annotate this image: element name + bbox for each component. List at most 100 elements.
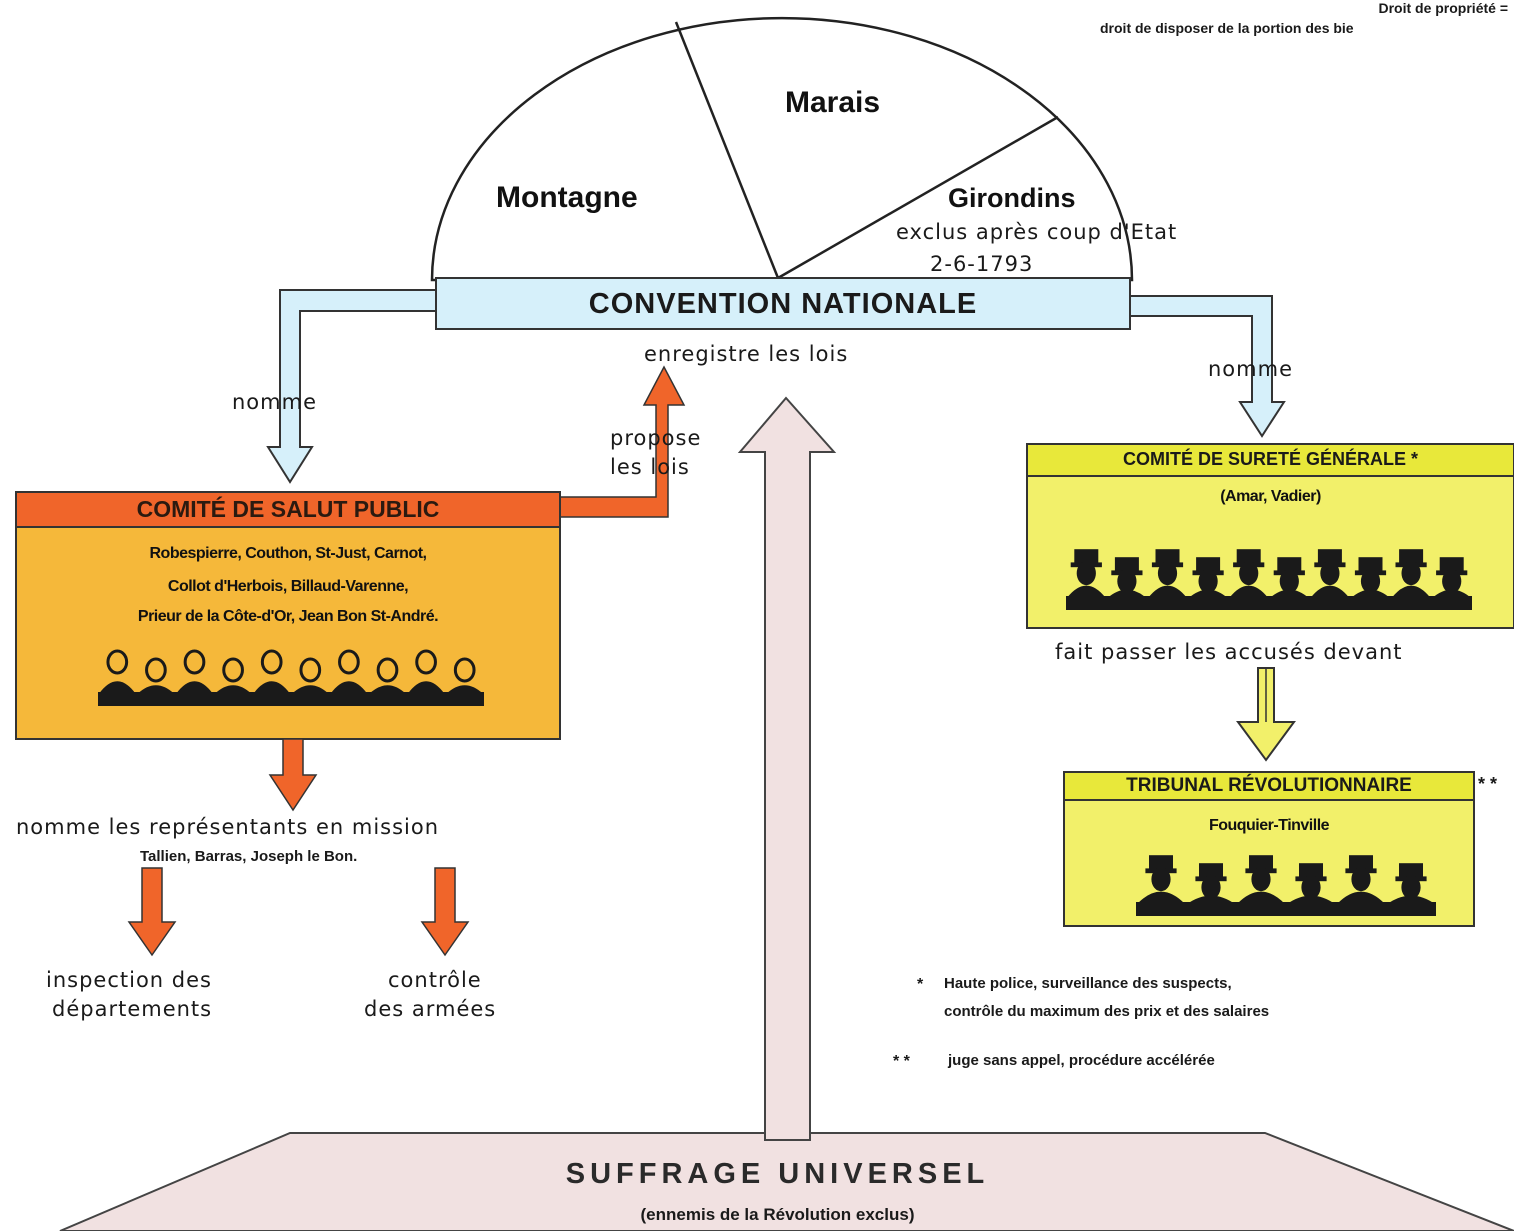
figure-head <box>299 657 322 683</box>
figure-body <box>253 681 291 694</box>
dome-divider-2 <box>777 115 1059 280</box>
figure-head <box>453 657 476 683</box>
figure-head <box>106 649 129 675</box>
footnote-1-line-2: contrôle du maximum des prix et des sala… <box>944 1003 1270 1020</box>
figure-body <box>291 685 329 694</box>
surete-titlebar <box>1026 443 1514 477</box>
salut-public-member-line-3: Prieur de la Côte-d'Or, Jean Bon St-Andr… <box>137 608 439 625</box>
figure-head <box>415 649 437 675</box>
salut-public-title: COMITÉ DE SALUT PUBLIC <box>136 496 440 522</box>
figure-body <box>446 685 484 694</box>
figure-body <box>1391 585 1431 598</box>
figure-head <box>1117 569 1137 594</box>
figure-body <box>1137 891 1185 904</box>
figure-body <box>1066 585 1106 598</box>
tribunal-title: TRIBUNAL RÉVOLUTIONNAIRE <box>1126 775 1412 796</box>
figure-body <box>1107 589 1147 598</box>
figure-hat <box>1439 557 1464 572</box>
tribunal-members-silhouette <box>1136 855 1436 916</box>
party-montagne: Montagne <box>496 181 638 214</box>
figure-body <box>98 681 136 694</box>
outcome-controle-1: contrôle <box>388 968 482 992</box>
party-girondins: Girondins <box>948 183 1076 213</box>
figure-hat <box>1149 855 1173 870</box>
figure-hat <box>1249 855 1273 870</box>
figure-hat <box>1299 863 1323 878</box>
figure-hat <box>1277 557 1302 572</box>
dome-divider-1 <box>674 21 780 279</box>
nomme-left-label: nomme <box>232 390 317 414</box>
suffrage-subtitle: (ennemis de la Révolution exclus) <box>640 1205 915 1224</box>
propose-label-2: les lois <box>610 455 690 479</box>
figure-head <box>1157 561 1178 586</box>
top-note-line1: Droit de propriété = <box>1378 0 1508 16</box>
suffrage-base <box>59 1132 1514 1231</box>
figure-hat <box>1236 549 1261 564</box>
figure-head <box>1401 875 1421 900</box>
figure-hat <box>1358 557 1383 572</box>
figure-body <box>1432 589 1472 598</box>
salut-public-action: nomme les représentants en mission <box>16 815 440 839</box>
figure-head <box>1251 867 1271 892</box>
figure-body <box>1148 585 1187 598</box>
suffrage-arrow <box>737 396 837 1141</box>
girondins-note-1: exclus après coup d'Etat <box>896 220 1178 244</box>
surete-title: COMITÉ DE SURETÉ GÉNÉRALE * <box>1122 449 1419 469</box>
figure-body <box>1187 895 1235 904</box>
outcome-inspection-1: inspection des <box>46 968 212 992</box>
salut-down-arrow <box>268 738 318 812</box>
figure-hat <box>1399 549 1424 564</box>
figure-head <box>1279 569 1299 594</box>
figure-head <box>1442 569 1462 594</box>
girondins-note-2: 2-6-1793 <box>930 252 1034 276</box>
outcome-inspection-2: départements <box>52 997 213 1021</box>
surete-members: (Amar, Vadier) <box>1220 488 1321 505</box>
figure-body <box>407 681 445 694</box>
figure-body <box>1310 585 1350 598</box>
figure-body <box>1337 891 1385 904</box>
figure-head <box>1301 875 1321 900</box>
top-note-line2: droit de disposer de la portion des bie <box>1100 20 1354 36</box>
surete-action: fait passer les accusés devant <box>1055 640 1403 664</box>
figure-head <box>1360 569 1381 594</box>
footnote-1-line-1: Haute police, surveillance des suspects, <box>944 975 1232 992</box>
figure-head <box>1201 875 1221 900</box>
figure-head <box>1401 561 1421 586</box>
figure-body <box>175 681 214 694</box>
figure-hat <box>1155 549 1180 564</box>
salut-public-member-line-2: Collot d'Herbois, Billaud-Varenne, <box>167 578 409 595</box>
figure-hat <box>1196 557 1221 572</box>
figure-body <box>1351 589 1390 598</box>
figure-head <box>145 657 167 683</box>
outcome-controle-2: des armées <box>364 997 497 1021</box>
tribunal-members: Fouquier-Tinville <box>1208 817 1330 834</box>
figure-head <box>1351 867 1371 892</box>
footnote-1-marker: * <box>917 976 924 993</box>
propose-label-1: propose <box>610 426 702 450</box>
figure-head <box>183 649 206 675</box>
party-marais: Marais <box>785 86 881 119</box>
salut-public-member-line-1: Robespierre, Couthon, St-Just, Carnot, <box>149 545 427 562</box>
bench <box>1066 596 1472 610</box>
figure-body <box>1188 589 1228 598</box>
inspection-arrow <box>127 867 177 957</box>
figure-head <box>1076 561 1096 586</box>
figure-head <box>376 657 399 683</box>
convention-title: CONVENTION NATIONALE <box>588 288 978 320</box>
figure-head <box>222 657 244 683</box>
figure-body <box>1269 589 1309 598</box>
figure-body <box>368 685 407 694</box>
figure-body <box>1287 895 1335 904</box>
figure-head <box>1198 569 1218 594</box>
suffrage-title: SUFFRAGE UNIVERSEL <box>565 1158 990 1190</box>
figure-hat <box>1199 863 1223 878</box>
salut-public-members-silhouette <box>98 649 484 706</box>
propose-arrow <box>559 365 686 518</box>
figure-hat <box>1399 863 1423 878</box>
footnote-2-marker: * * <box>893 1053 910 1070</box>
figure-hat <box>1074 549 1099 564</box>
tribunal-titlebar <box>1063 771 1475 801</box>
tribunal-marker: * * <box>1478 774 1498 794</box>
figure-head <box>1239 561 1259 586</box>
